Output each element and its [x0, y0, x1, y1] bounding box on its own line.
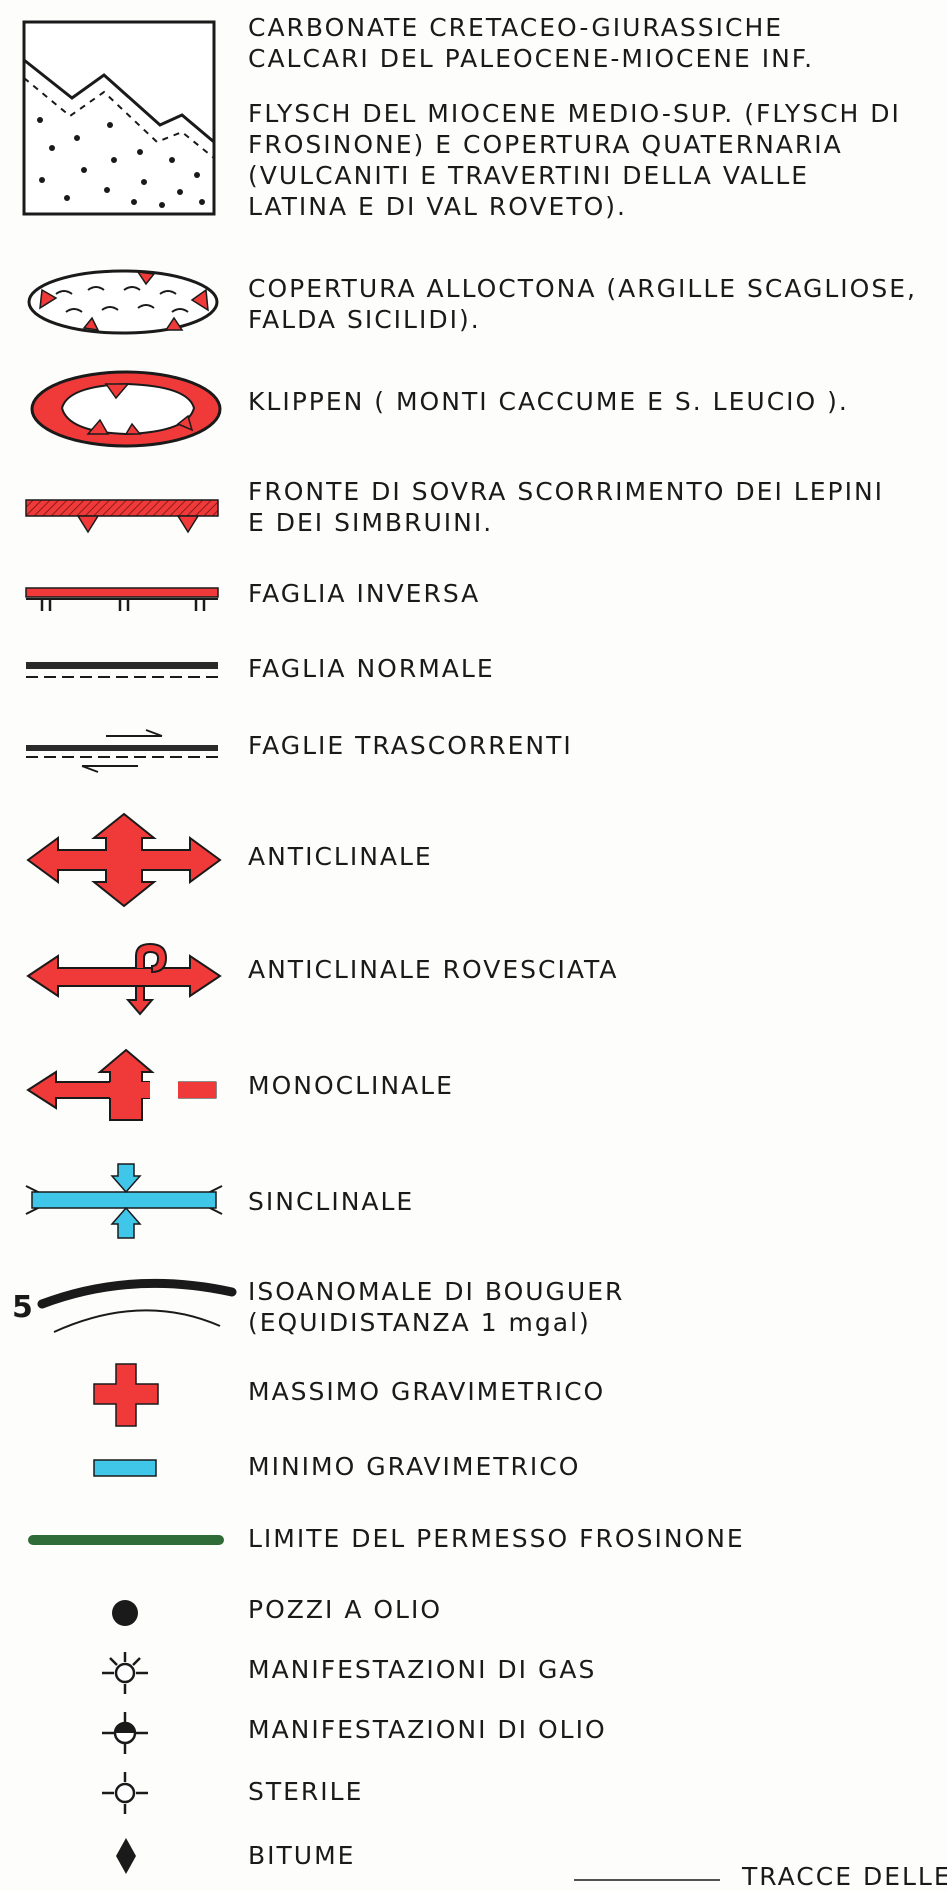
- legend-label-manif-olio: MANIFESTAZIONI DI OLIO: [248, 1715, 607, 1744]
- carbonate-flysch-symbol: [22, 20, 218, 218]
- oil-show-symbol: [100, 1710, 150, 1756]
- dry-well-symbol: [100, 1770, 150, 1816]
- section-trace-symbol: [574, 1878, 720, 1882]
- legend-label-manif-gas: MANIFESTAZIONI DI GAS: [248, 1655, 597, 1684]
- anticline-symbol: [24, 812, 224, 908]
- legend-label-bitume: BITUME: [248, 1841, 356, 1870]
- legend-label-alloctona: COPERTURA ALLOCTONA (ARGILLE SCAGLIOSE, …: [248, 274, 917, 334]
- legend-label-carbonate: CARBONATE CRETACEO-GIURASSICHE CALCARI D…: [248, 13, 815, 73]
- overturned-anticline-symbol: [24, 942, 224, 1016]
- legend-label-limite: LIMITE DEL PERMESSO FROSINONE: [248, 1524, 745, 1553]
- legend-label-sinclinale: SINCLINALE: [248, 1187, 415, 1216]
- legend-label-massimo: MASSIMO GRAVIMETRICO: [248, 1377, 606, 1406]
- bouguer-isoanomaly-symbol: 5: [12, 1270, 242, 1340]
- oil-well-symbol: [110, 1598, 140, 1628]
- legend-label-anticlinale: ANTICLINALE: [248, 842, 433, 871]
- legend-label-isoanomale: ISOANOMALE DI BOUGUER (EQUIDISTANZA 1 mg…: [248, 1277, 625, 1337]
- legend-label-faglia-inversa: FAGLIA INVERSA: [248, 579, 481, 608]
- legend-label-klippen: KLIPPEN ( MONTI CACCUME E S. LEUCIO ).: [248, 387, 849, 416]
- bitumen-symbol: [114, 1836, 138, 1876]
- reverse-fault-symbol: [25, 584, 220, 614]
- isoanomaly-value: 5: [12, 1290, 33, 1325]
- syncline-symbol: [24, 1162, 224, 1240]
- legend-label-flysch: FLYSCH DEL MIOCENE MEDIO-SUP. (FLYSCH DI…: [248, 99, 901, 221]
- legend-label-faglia-normale: FAGLIA NORMALE: [248, 654, 495, 683]
- legend-label-anticlinale-rovesciata: ANTICLINALE ROVESCIATA: [248, 955, 619, 984]
- permit-boundary-symbol: [26, 1532, 226, 1548]
- strike-slip-fault-symbol: [26, 728, 220, 773]
- legend-label-pozzi: POZZI A OLIO: [248, 1595, 443, 1624]
- normal-fault-symbol: [26, 660, 220, 682]
- legend-label-fronte: FRONTE DI SOVRA SCORRIMENTO DEI LEPINI E…: [248, 477, 885, 537]
- gas-show-symbol: [100, 1650, 150, 1696]
- legend-label-tracce: TRACCE DELLE: [742, 1862, 947, 1891]
- monocline-symbol: [24, 1048, 224, 1124]
- gravity-maximum-symbol: [92, 1362, 162, 1428]
- legend-label-sterile: STERILE: [248, 1777, 364, 1806]
- legend-label-monoclinale: MONOCLINALE: [248, 1071, 454, 1100]
- alloctona-symbol: [26, 268, 220, 336]
- legend-label-minimo: MINIMO GRAVIMETRICO: [248, 1452, 581, 1481]
- gravity-minimum-symbol: [92, 1458, 158, 1480]
- legend-label-faglie-trascorrenti: FAGLIE TRASCORRENTI: [248, 731, 573, 760]
- thrust-front-symbol: [25, 498, 220, 538]
- klippen-symbol: [28, 368, 224, 450]
